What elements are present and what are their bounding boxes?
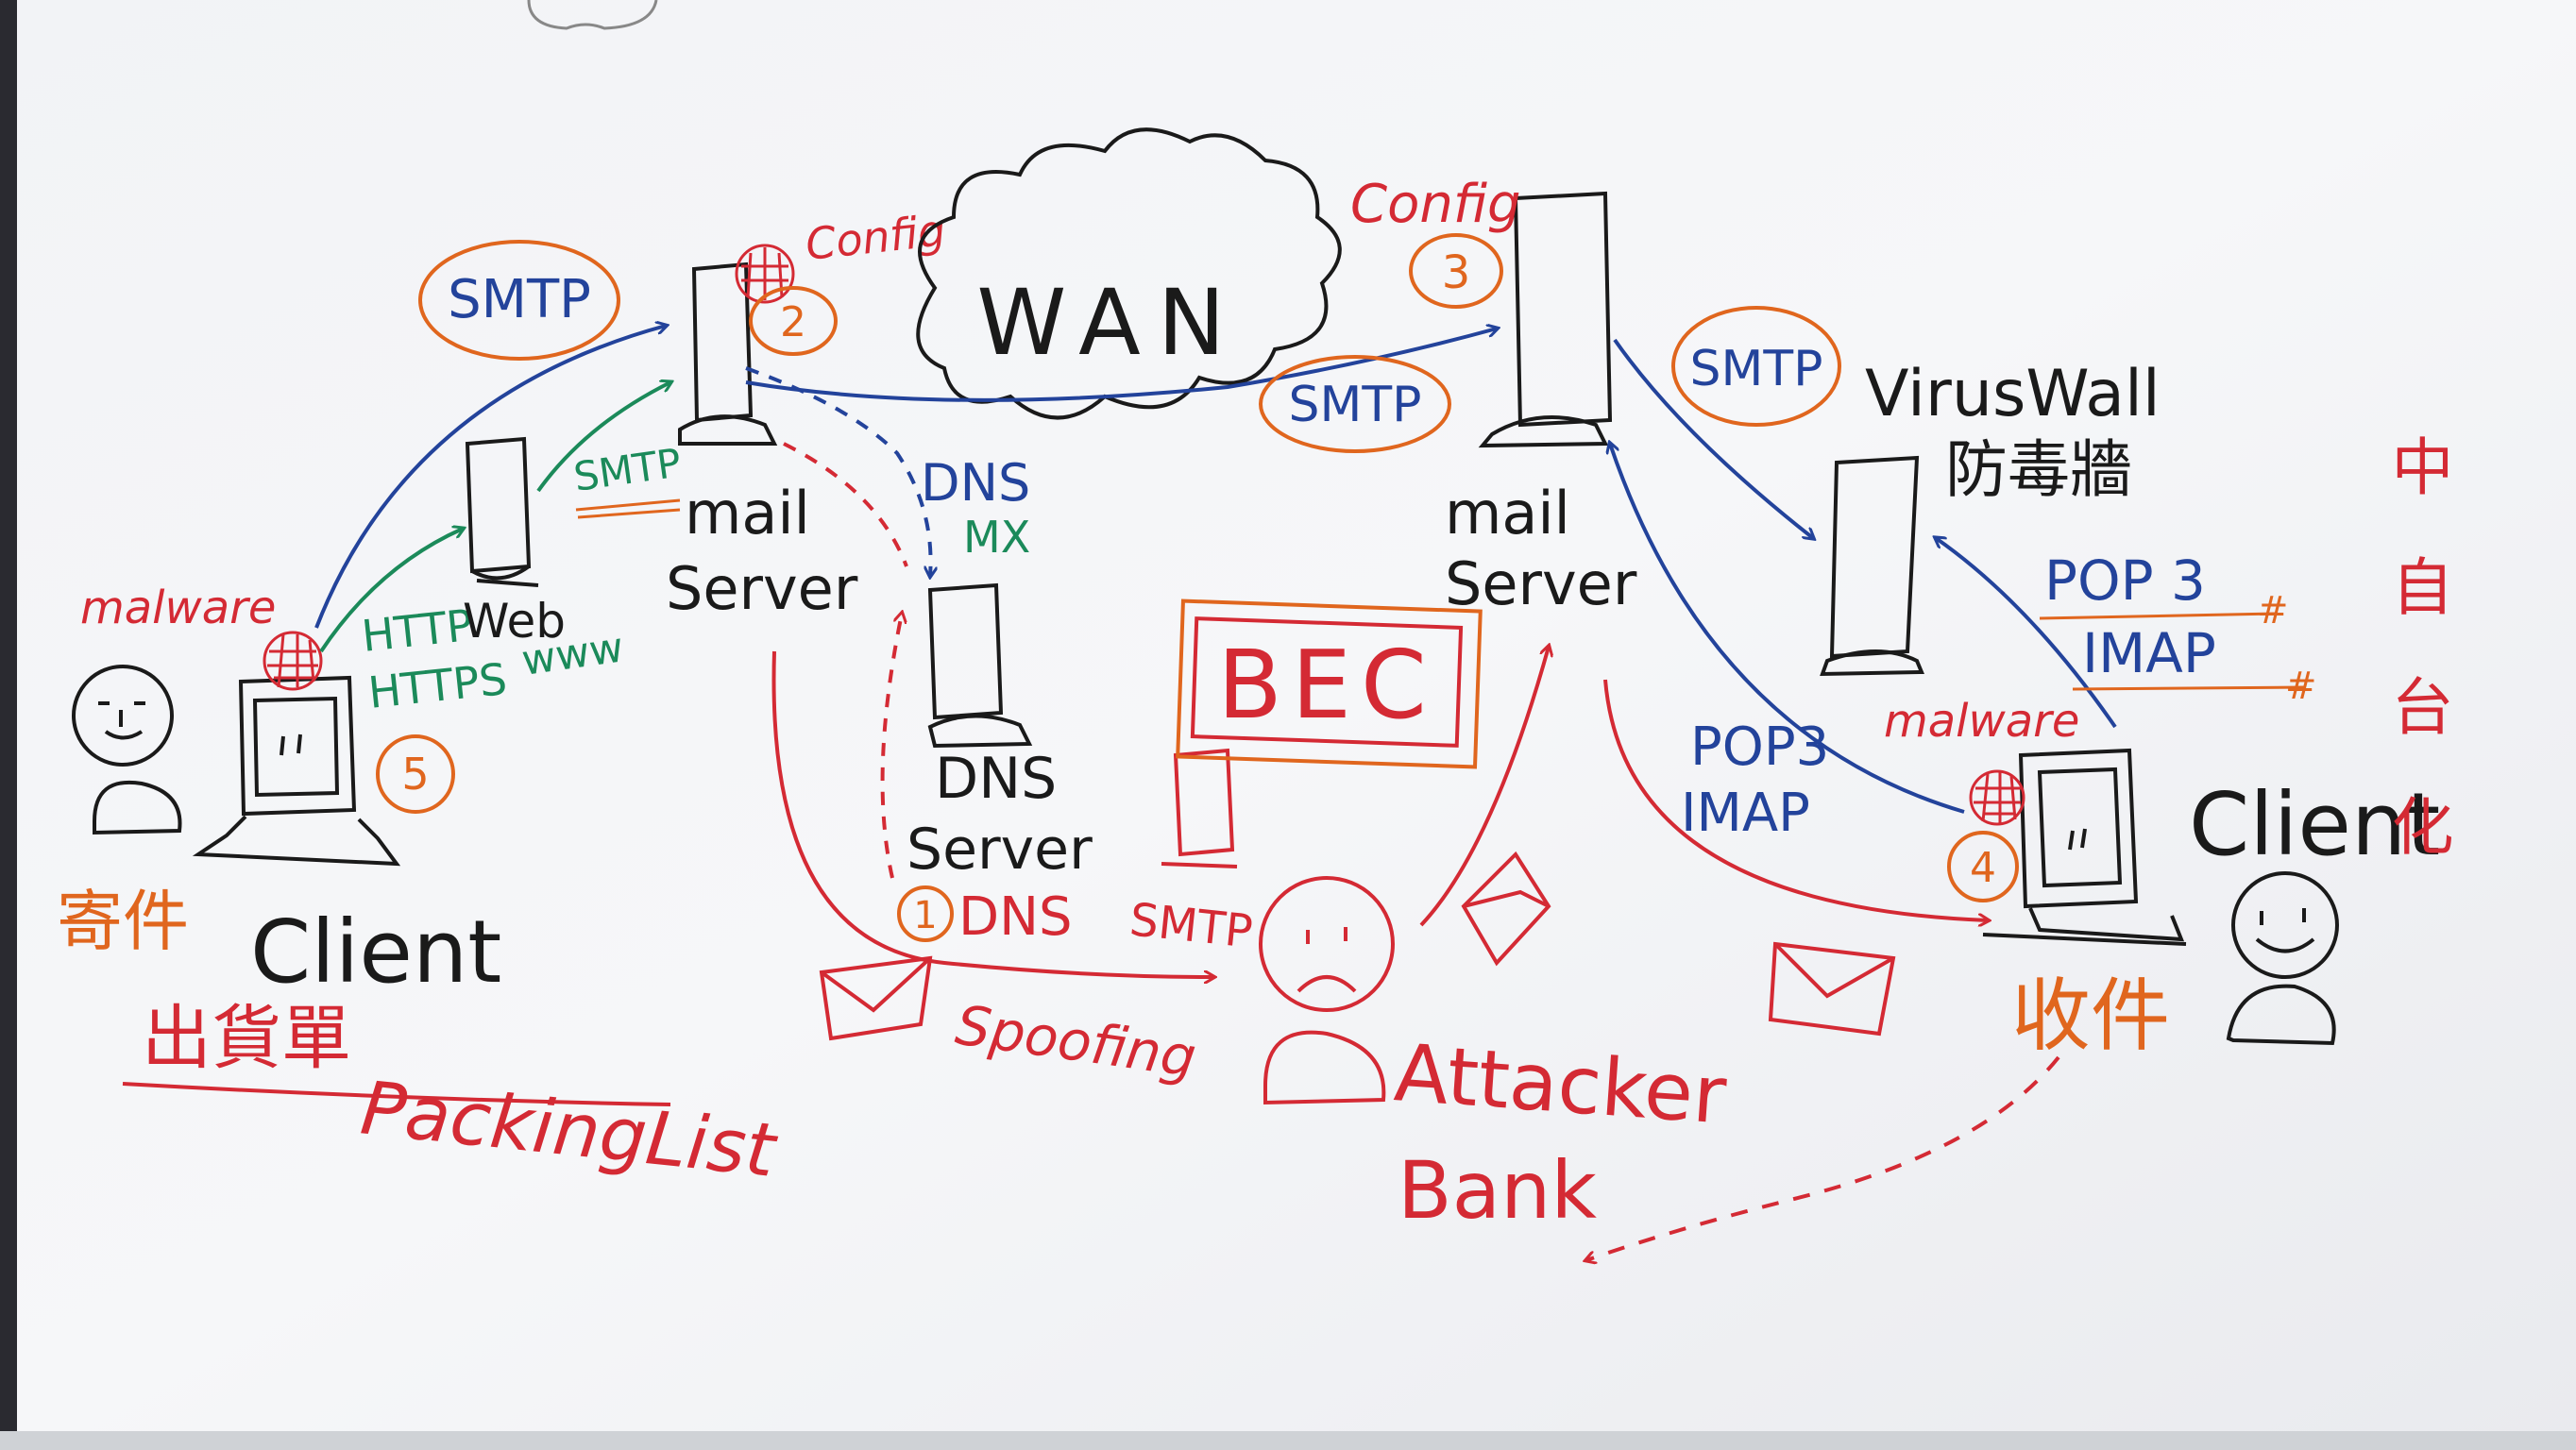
num-3: 3 [1442,246,1471,299]
http-label: HTTP [360,599,476,662]
arrow-client-to-viruswall-pop3 [1936,538,2117,729]
arrow-mailserver-to-client-pop3 [1610,444,1965,814]
dns-label-blue: DNS [921,453,1030,513]
arrow-spoof-to-mailserver-dashed [783,442,908,567]
arrow-spoof-up-to-dns-dashed [880,614,902,879]
left-client-label: Client [250,902,501,1003]
receive-mail-label: 收件 [2011,969,2170,1062]
arrow-mailserver-to-mailserver-smtp [745,329,1497,402]
arrow-mailserver-to-dns-dashed [745,366,931,576]
mail-server-left-firewall-icon [735,244,795,304]
board-bottom-frame [0,1431,2576,1450]
web-server-tower-icon [465,436,539,587]
config-label-right: Config [1350,174,1521,235]
envelope-icon-left [819,955,933,1041]
arrow-mailserver-to-client-red [1603,679,1988,920]
arrow-web-to-mailserver-smtp [536,382,670,493]
left-smiley-face-icon [72,665,182,835]
packing-list-underline [122,1082,671,1106]
bec-box-outer [1176,599,1483,769]
smtp-label-attacker: SMTP [1127,893,1255,958]
number-3-badge: 3 [1409,233,1503,309]
magnet-shape [527,0,658,30]
pop3-label-right: POP 3 [2044,548,2206,613]
bank-label: Bank [1398,1144,1597,1237]
sad-face-icon [1259,876,1395,1105]
envelope-icon-middle [1461,851,1551,967]
smtp-label-left: SMTP [448,269,591,330]
viruswall-label: VirusWall [1865,357,2161,431]
num-2: 2 [780,298,806,346]
arrow-mailserver-to-viruswall-smtp [1613,338,1813,538]
dns-spoofing-line1: DNS [958,886,1073,948]
edge-text-right: 中 自 台 化 [2381,434,2454,875]
dns-server-tower-icon [927,582,1033,749]
right-malware-icon [1969,769,2025,826]
arrow-client-to-bank-dashed [1586,1055,2060,1260]
viruswall-cn-label: 防毒牆 [1945,433,2132,506]
smtp-label-right: SMTP [1690,341,1823,397]
right-client-label: Client [2189,774,2440,875]
attacker-laptop-icon [1161,748,1238,868]
imap-label-right: IMAP [2082,621,2216,685]
number-4-badge: 4 [1947,831,2019,902]
left-number-5-badge: 5 [376,734,455,814]
mail-server-right-mail-label: mail [1445,479,1570,548]
dns-server-line2: Server [907,817,1093,883]
wan-cloud-icon [916,127,1342,420]
arrow-attacker-to-mailserver-right [1419,647,1549,927]
firewall-mark-1: # [2257,589,2289,632]
right-client-computer-icon [1982,748,2187,946]
num-1: 1 [913,894,937,937]
mail-server-right-server-label: Server [1445,549,1637,618]
smtp-label-wan: SMTP [1289,377,1422,433]
arrow-client-to-web-http [319,529,463,653]
num-4: 4 [1970,844,1996,892]
dns-server-line1: DNS [935,746,1057,812]
num-5: 5 [401,749,429,800]
right-malware-label: malware [1884,695,2079,748]
arrow-client-to-mailserver-smtp [314,326,666,629]
left-malware-label: malware [80,582,276,634]
smtp-oval-right [1671,306,1841,427]
wan-label: WAN [976,270,1242,376]
viruswall-tower-icon [1820,455,1924,677]
envelope-icon-right [1768,941,1896,1037]
packing-list-cn-label: 出貨單 [142,998,351,1079]
send-mail-label: 寄件 [57,883,189,960]
web-label: Web [463,594,566,649]
mail-server-right-tower-icon [1478,191,1613,448]
attacker-label: Attacker [1392,1026,1730,1141]
pop3-label-left: POP3 [1690,717,1829,778]
pop3-underline [2039,612,2277,620]
bec-box-inner [1190,616,1464,748]
smtp-oval-left [418,240,620,361]
imap-label-left: IMAP [1681,783,1810,844]
number-1-badge: 1 [897,885,954,942]
mail-server-left-server-label: Server [666,554,858,623]
bec-label: BEC [1217,630,1436,740]
mail-server-left-mail-label: mail [685,479,810,548]
number-2-badge: 2 [749,286,838,356]
board-left-frame [0,0,17,1450]
firewall-mark-2: # [2285,665,2317,708]
smtp-oval-wan [1259,355,1451,453]
mail-server-left-tower-icon [678,261,778,446]
smtp-web-underline [575,498,681,519]
mx-label: MX [963,512,1030,563]
right-smiley-face-icon [2226,871,2339,1046]
imap-underline [2072,685,2305,691]
left-malware-icon [263,631,323,691]
